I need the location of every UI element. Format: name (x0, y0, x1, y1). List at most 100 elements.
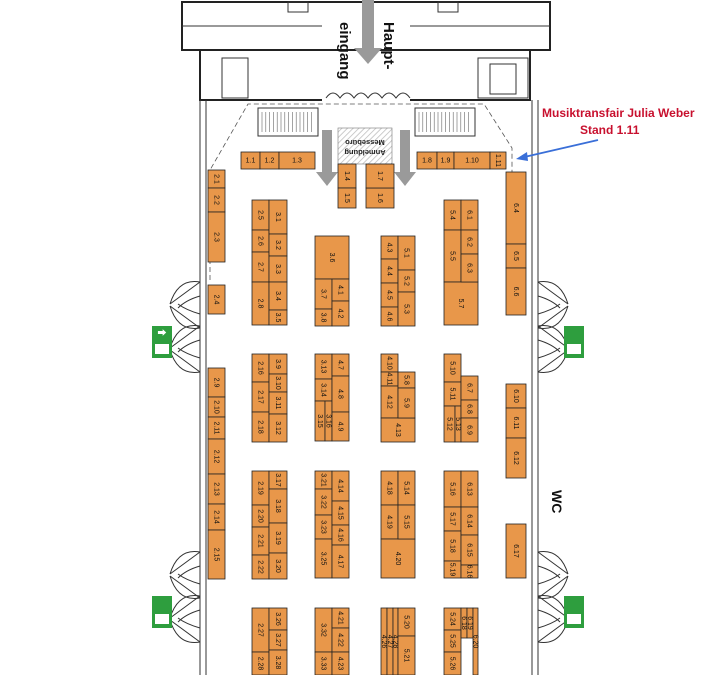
booth[interactable]: 1.6 (365, 187, 395, 209)
booth[interactable]: 4.17 (331, 544, 350, 579)
booth[interactable]: 2.20 (251, 504, 270, 528)
booth[interactable]: 4.6 (380, 306, 399, 327)
booth[interactable]: 3.12 (268, 413, 288, 443)
booth[interactable]: 3.26 (268, 607, 288, 631)
booth[interactable]: 2.19 (251, 470, 270, 506)
booth[interactable]: 3.9 (268, 353, 288, 375)
booth-shape[interactable] (337, 187, 357, 209)
booth-shape[interactable] (268, 413, 288, 443)
booth[interactable]: 6.9 (460, 417, 479, 443)
booth[interactable]: 5.5 (443, 229, 462, 283)
booth[interactable]: 6.5 (505, 243, 527, 269)
booth[interactable]: 3.6 (314, 235, 350, 280)
booth[interactable]: 2.5 (251, 199, 270, 231)
booth[interactable]: 4.20 (380, 538, 416, 579)
booth[interactable]: 1.3 (278, 151, 316, 170)
booth-shape[interactable] (268, 552, 288, 580)
booth[interactable]: 3.3 (268, 255, 288, 283)
booth[interactable]: 5.11 (443, 381, 462, 407)
booth[interactable]: 2.12 (207, 438, 226, 475)
booth[interactable]: 5.17 (443, 506, 462, 532)
booth[interactable]: 6.19 (466, 607, 474, 639)
booth[interactable]: 5.10 (443, 353, 462, 383)
booth-shape[interactable] (489, 151, 507, 170)
booth[interactable]: 2.16 (251, 353, 270, 383)
booth[interactable]: 5.4 (443, 199, 462, 231)
booth-shape[interactable] (268, 309, 288, 326)
booth[interactable]: 3.32 (314, 607, 333, 653)
booth-shape[interactable] (505, 523, 527, 579)
booth-shape[interactable] (472, 607, 479, 675)
booth[interactable]: 5.14 (397, 470, 416, 506)
booth[interactable]: 3.25 (314, 538, 333, 579)
booth[interactable]: 6.1 (460, 199, 479, 231)
booth[interactable]: 3.27 (268, 629, 288, 651)
booth[interactable]: 4.26 (380, 607, 388, 675)
booth[interactable]: 4.10 (380, 353, 399, 373)
booth[interactable]: 3.5 (268, 309, 288, 326)
booth[interactable]: 6.7 (460, 375, 479, 401)
booth[interactable]: 2.2 (207, 187, 226, 213)
booth-shape[interactable] (397, 635, 416, 675)
booth[interactable]: 3.16 (324, 400, 333, 442)
booth[interactable]: 1.4 (337, 163, 357, 189)
booth[interactable]: 2.8 (251, 281, 270, 326)
booth[interactable]: 1.8 (416, 151, 438, 170)
booth[interactable]: 6.10 (505, 383, 527, 409)
booth[interactable]: 4.18 (380, 470, 399, 506)
booth[interactable]: 4.21 (331, 607, 350, 629)
booth[interactable]: 5.3 (397, 291, 416, 327)
booth[interactable]: 3.14 (314, 378, 333, 402)
booth[interactable]: 4.13 (380, 417, 416, 443)
booth[interactable]: 2.22 (251, 554, 270, 580)
booth[interactable]: 3.13 (314, 353, 333, 380)
booth-shape[interactable] (331, 544, 350, 579)
booth[interactable]: 2.10 (207, 396, 226, 418)
booth[interactable]: 3.4 (268, 281, 288, 311)
booth[interactable]: 6.20 (472, 607, 479, 675)
booth[interactable]: 6.14 (460, 506, 479, 536)
booth-shape[interactable] (505, 267, 527, 316)
booth[interactable]: 5.9 (397, 387, 416, 419)
booth-shape[interactable] (460, 417, 479, 443)
booth[interactable]: 6.2 (460, 229, 479, 255)
booth[interactable]: 4.12 (380, 385, 399, 419)
booth[interactable]: 1.10 (453, 151, 491, 170)
booth[interactable]: 4.9 (331, 411, 350, 442)
booth[interactable]: 4.19 (380, 504, 399, 540)
booth[interactable]: 5.12 (443, 405, 456, 443)
booth[interactable]: 4.11 (380, 371, 399, 387)
booth[interactable]: 4.2 (331, 300, 350, 327)
booth[interactable]: 2.7 (251, 251, 270, 283)
booth[interactable]: 2.3 (207, 211, 226, 263)
booth[interactable]: 3.11 (268, 391, 288, 415)
booth[interactable]: 4.5 (380, 282, 399, 308)
booth[interactable]: 2.11 (207, 416, 226, 440)
booth[interactable]: 1.7 (365, 163, 395, 189)
booth[interactable]: 1.2 (259, 151, 280, 170)
booth-shape[interactable] (380, 417, 416, 443)
booth[interactable]: 6.11 (505, 407, 527, 439)
booth[interactable]: 6.8 (460, 399, 479, 419)
booth-shape[interactable] (397, 291, 416, 327)
booth-shape[interactable] (268, 649, 288, 675)
booth[interactable]: 2.18 (251, 411, 270, 443)
booth[interactable]: 4.22 (331, 627, 350, 653)
booth[interactable]: 3.28 (268, 649, 288, 675)
booth[interactable]: 2.21 (251, 526, 270, 556)
booth[interactable]: 4.3 (380, 235, 399, 260)
booth[interactable]: 3.22 (314, 488, 333, 516)
booth[interactable]: 3.33 (314, 651, 333, 675)
booth-shape[interactable] (314, 235, 350, 280)
booth[interactable]: 5.16 (443, 470, 462, 508)
booth-shape[interactable] (443, 281, 479, 326)
booth-shape[interactable] (331, 300, 350, 327)
booth-shape[interactable] (505, 437, 527, 479)
booth[interactable]: 3.7 (314, 278, 333, 310)
booth-shape[interactable] (207, 211, 226, 263)
booth[interactable]: 5.15 (397, 504, 416, 540)
booth-shape[interactable] (397, 504, 416, 540)
booth[interactable]: 2.14 (207, 503, 226, 531)
booth[interactable]: 1.5 (337, 187, 357, 209)
booth[interactable]: 5.2 (397, 269, 416, 293)
